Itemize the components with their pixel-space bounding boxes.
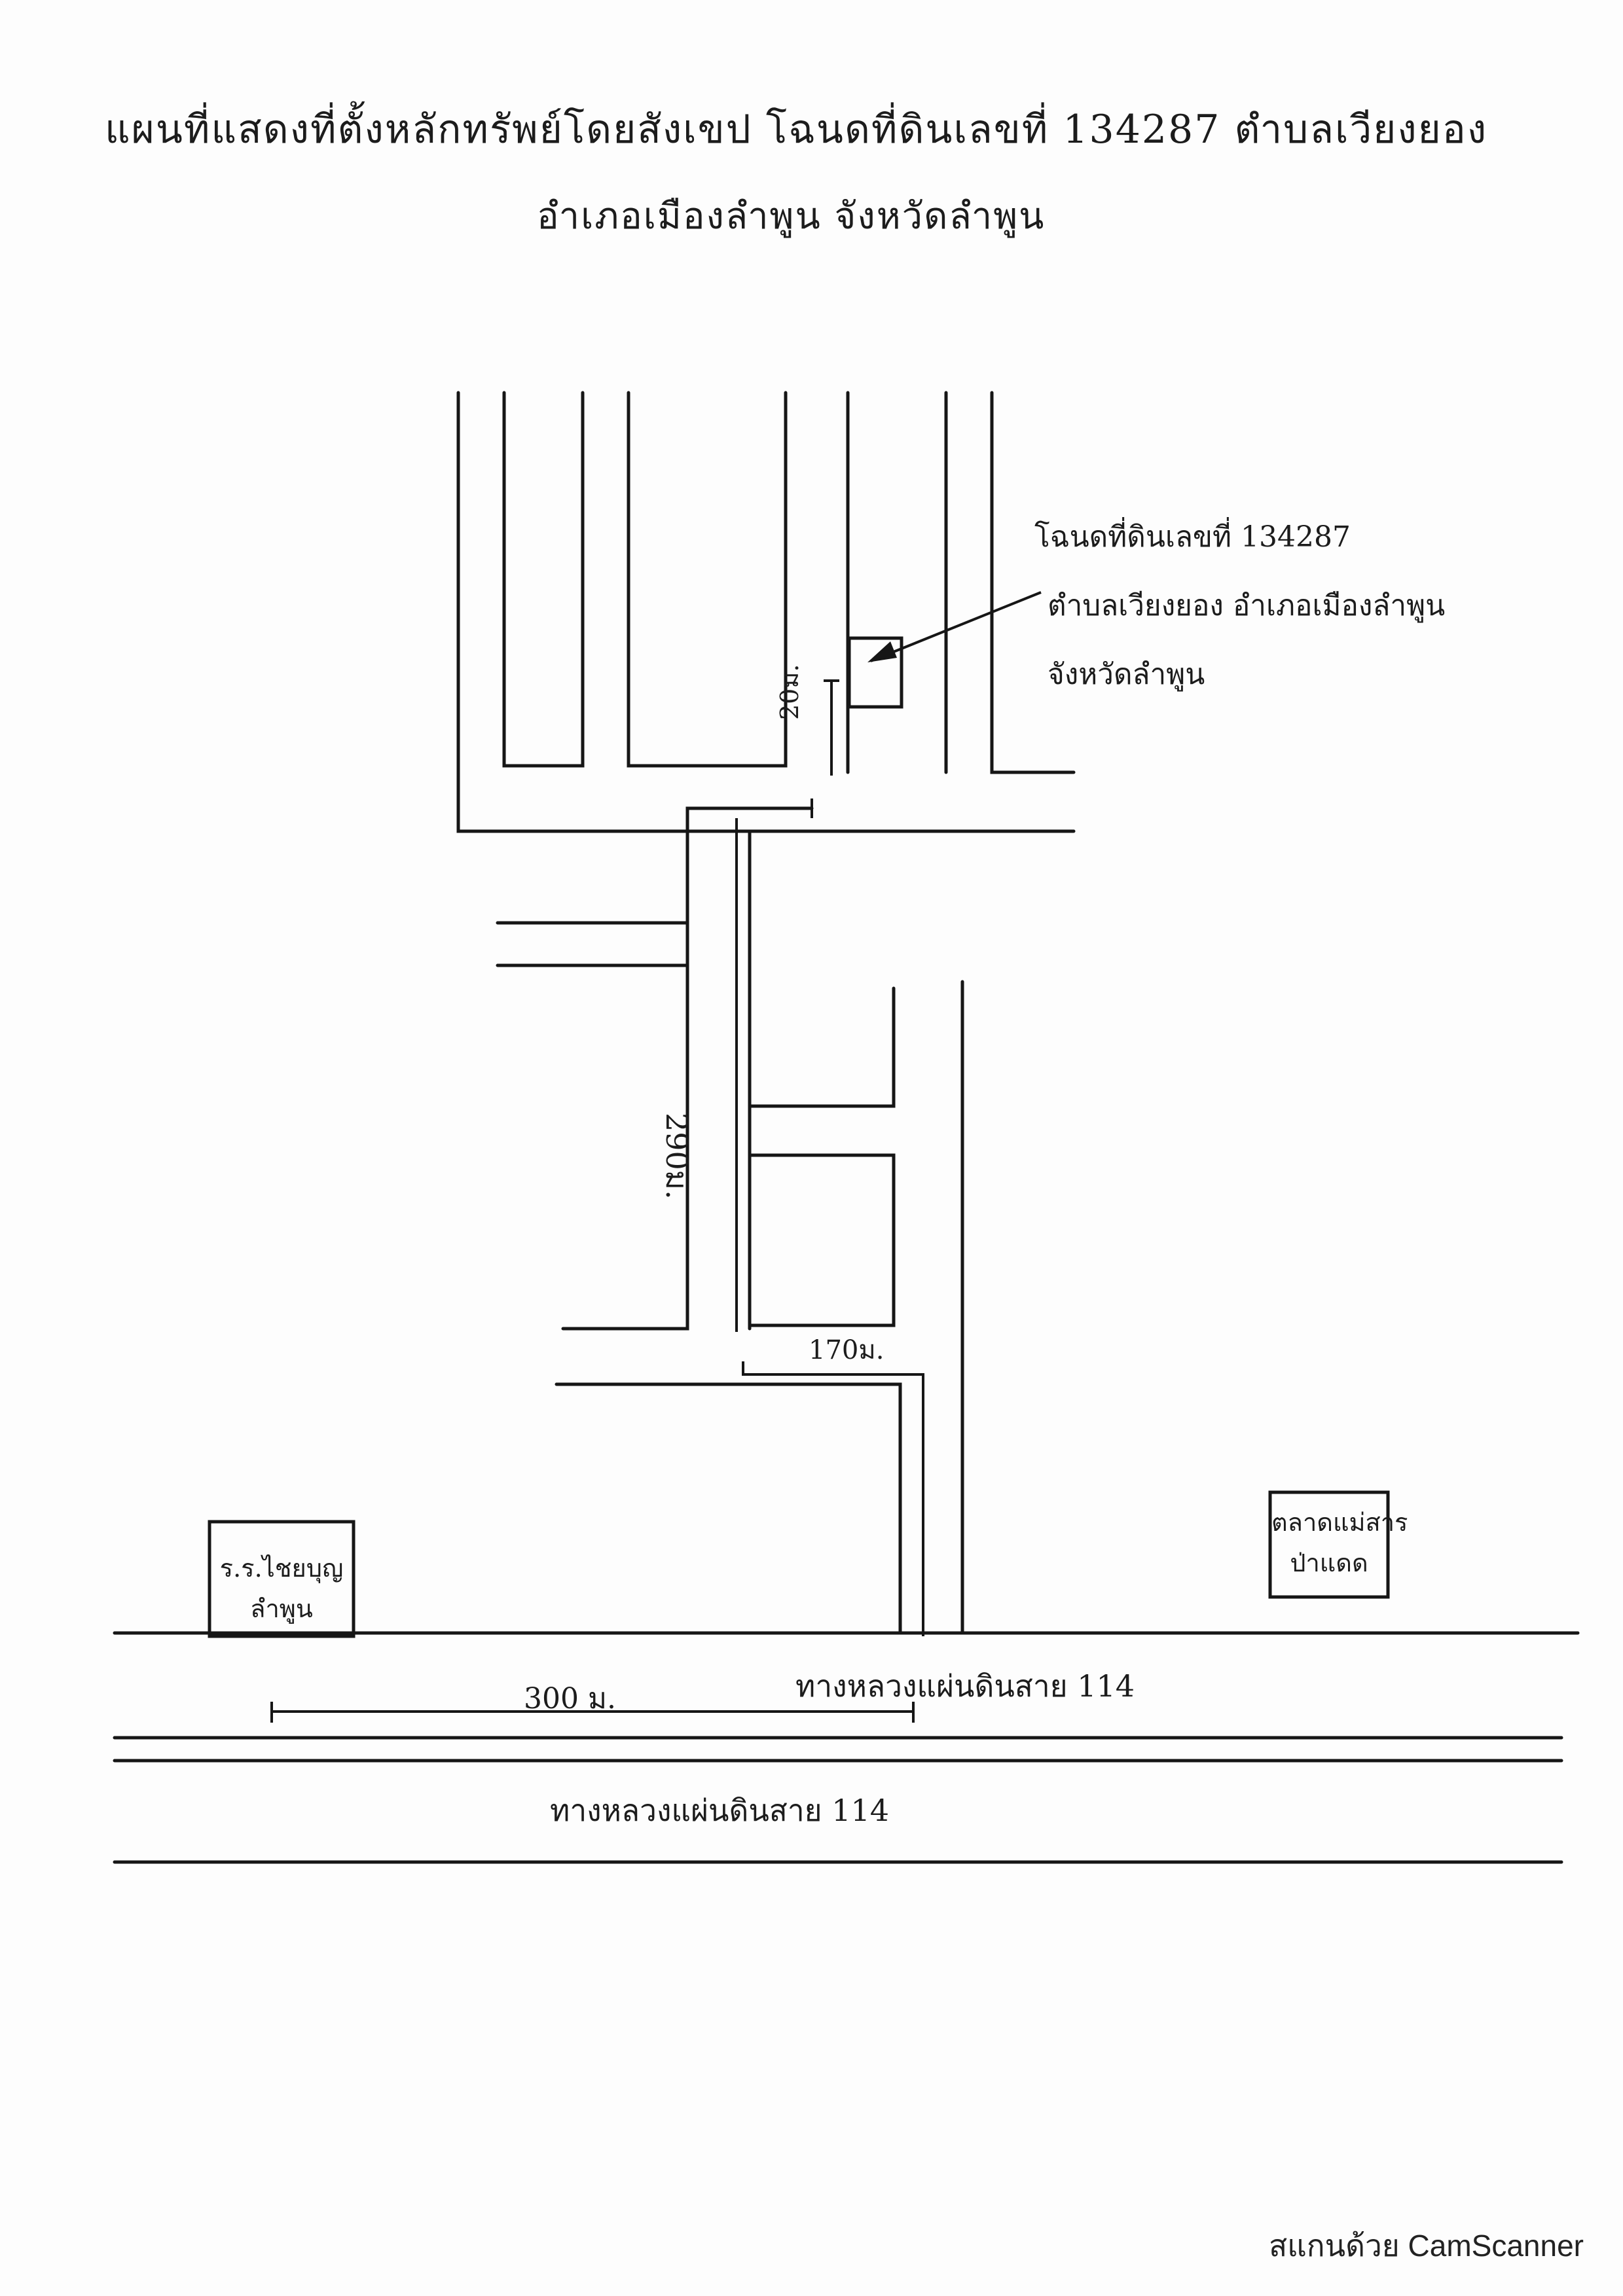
market-label-line2: ป่าแดด bbox=[1290, 1549, 1368, 1577]
lower-road bbox=[555, 1382, 902, 1635]
market-label: ตลาดแม่สาร ป่าแดด bbox=[1271, 1502, 1408, 1583]
market-box bbox=[1268, 1490, 1390, 1599]
left-road-1 bbox=[496, 869, 689, 925]
school-box bbox=[208, 1520, 356, 1638]
target-label-line3: จังหวัดลำพูน bbox=[1048, 658, 1205, 691]
market-label-line1: ตลาดแม่สาร bbox=[1271, 1508, 1408, 1537]
highway-label-upper: ทางหลวงแผ่นดินสาย 114 bbox=[795, 1668, 1135, 1704]
target-label-line1: โฉนดที่ดินเลขที่ 134287 bbox=[1034, 520, 1351, 554]
left-road-2 bbox=[496, 963, 689, 1331]
map-title-line1: แผนที่แสดงที่ตั้งหลักทรัพย์โดยสังเขป โฉน… bbox=[105, 107, 1488, 152]
lot-1 bbox=[502, 391, 585, 768]
dim-300-label: 300 ม. bbox=[524, 1682, 616, 1715]
school-label-line2: ลำพูน bbox=[250, 1594, 313, 1623]
dim-170-label: 170ม. bbox=[809, 1335, 884, 1365]
camscanner-watermark: สแกนด้วย CamScanner bbox=[1269, 2229, 1584, 2263]
road-left-block-outline bbox=[456, 391, 1076, 833]
target-label-line2: ตำบลเวียงยอง อำเภอเมืองลำพูน bbox=[1048, 589, 1446, 622]
right-block-2 bbox=[748, 1153, 896, 1327]
target-arrow-head bbox=[867, 641, 897, 662]
school-label: ร.ร.ไชยบุญ ลำพูน bbox=[211, 1548, 352, 1629]
lot-4 bbox=[990, 391, 1076, 774]
dim-20-label: 20ม. bbox=[775, 664, 804, 720]
highway-label-lower: ทางหลวงแผ่นดินสาย 114 bbox=[550, 1793, 890, 1828]
dim-170-line bbox=[742, 1361, 924, 1636]
target-arrow bbox=[870, 591, 1042, 662]
target-parcel bbox=[847, 636, 903, 709]
map-title-line2: อำเภอเมืองลำพูน จังหวัดลำพูน bbox=[537, 195, 1046, 238]
school-label-line1: ร.ร.ไชยบุญ bbox=[219, 1554, 344, 1583]
lot-2 bbox=[627, 391, 788, 768]
right-block-1 bbox=[748, 986, 896, 1108]
dim-290-label: 290ม. bbox=[659, 1113, 695, 1200]
